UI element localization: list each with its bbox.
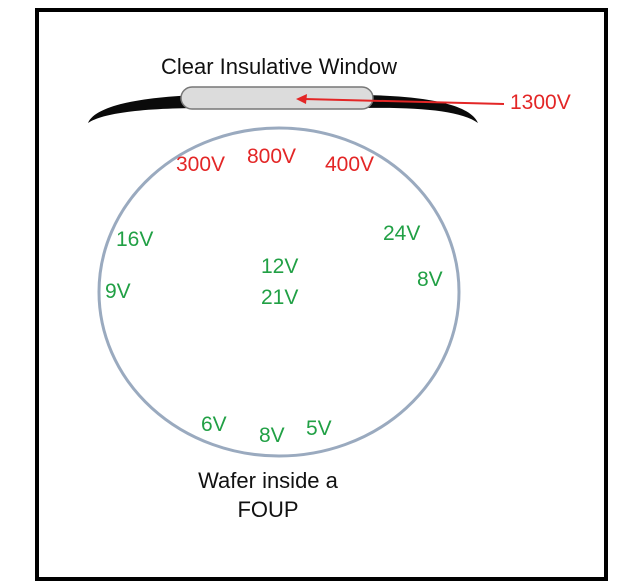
- window-voltage-arrowhead: [296, 94, 307, 104]
- insulative-window: [180, 86, 374, 110]
- wafer-caption: Wafer inside a FOUP: [168, 467, 368, 524]
- window-label: Clear Insulative Window: [161, 54, 397, 79]
- wafer-caption-line2: FOUP: [237, 496, 299, 522]
- measurement-top-center: 800V: [247, 145, 297, 168]
- window-voltage-arrow-line: [303, 98, 505, 105]
- measurement-left: 9V: [105, 280, 131, 303]
- measurement-upper-right: 24V: [383, 222, 421, 245]
- measurement-bottom-left: 6V: [201, 413, 227, 436]
- measurement-right: 8V: [417, 268, 443, 291]
- measurement-center-upper: 12V: [261, 255, 299, 278]
- measurement-top-right: 400V: [325, 153, 375, 176]
- window-voltage-label: 1300V: [510, 91, 571, 114]
- measurement-bottom-right: 5V: [306, 417, 332, 440]
- measurement-bottom-center: 8V: [259, 424, 285, 447]
- measurement-upper-left: 16V: [116, 228, 154, 251]
- diagram-frame: [35, 8, 608, 581]
- wafer-caption-line1: Wafer inside a: [198, 468, 338, 493]
- wafer-outline: [97, 126, 461, 458]
- measurement-center-lower: 21V: [261, 286, 299, 309]
- measurement-top-left: 300V: [176, 153, 226, 176]
